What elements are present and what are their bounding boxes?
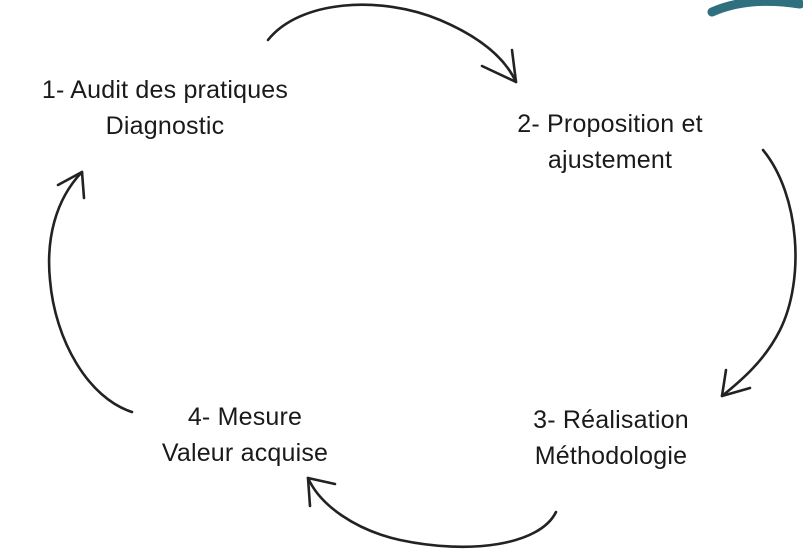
arrow-step1-to-step2 bbox=[266, 3, 518, 84]
step-mesure-title: 4- Mesure bbox=[187, 403, 303, 431]
step-proposition-title: 2- Proposition et bbox=[517, 110, 703, 138]
step-audit-subtitle: Diagnostic bbox=[105, 112, 225, 140]
arrow-step4-to-step1 bbox=[47, 170, 134, 414]
step-audit-title: 1- Audit des pratiques bbox=[41, 76, 289, 104]
step-realisation-title: 3- Réalisation bbox=[533, 406, 689, 434]
step-realisation: 3- Réalisation Méthodologie bbox=[486, 402, 736, 474]
step-proposition-subtitle: ajustement bbox=[547, 146, 673, 174]
step-mesure: 4- Mesure Valeur acquise bbox=[120, 399, 370, 471]
step-audit: 1- Audit des pratiques Diagnostic bbox=[0, 72, 330, 144]
step-realisation-subtitle: Méthodologie bbox=[534, 442, 688, 470]
arrow-step2-to-step3 bbox=[720, 148, 797, 398]
step-mesure-subtitle: Valeur acquise bbox=[161, 439, 329, 467]
step-proposition: 2- Proposition et ajustement bbox=[480, 106, 740, 178]
arrow-step3-to-step4 bbox=[306, 476, 558, 549]
